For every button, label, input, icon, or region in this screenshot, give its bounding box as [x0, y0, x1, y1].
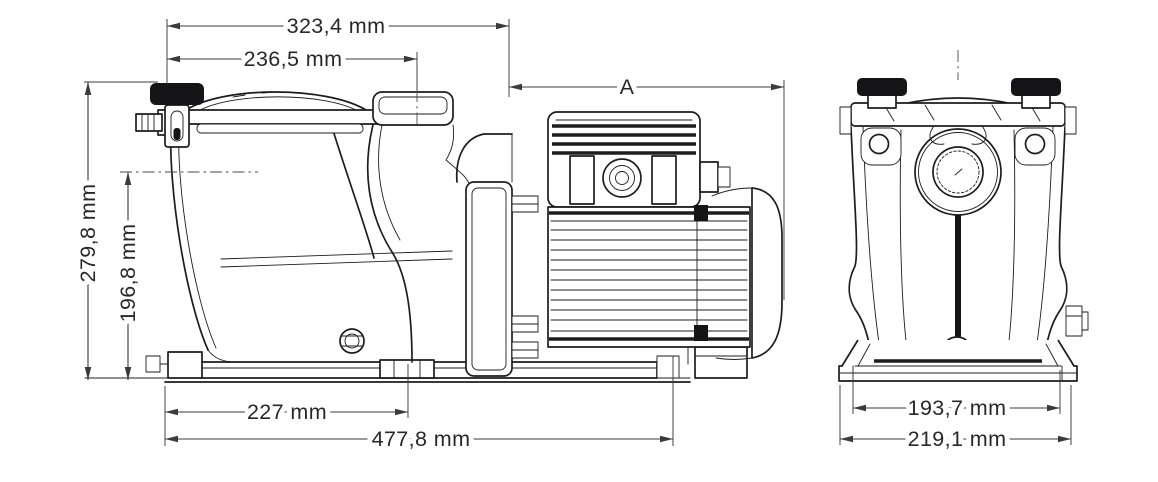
- dim-overall-length: 477,8 mm: [165, 356, 674, 456]
- motor-body: [547, 205, 751, 348]
- strainer-pot: [169, 123, 453, 363]
- dim-foot-span: 193,7 mm: [852, 370, 1061, 425]
- dim-suction-center-height: 196,8 mm: [111, 171, 258, 380]
- dim-lid-width: 236,5 mm: [167, 42, 418, 128]
- dim-label-suction-center-height: 196,8 mm: [116, 224, 140, 323]
- box-clamp-right: [651, 155, 677, 205]
- lug-bolt-hole-right: [1024, 133, 1046, 155]
- gland-boss: [602, 158, 642, 198]
- knob-cap: [150, 83, 204, 105]
- dim-label-base-width: 219,1 mm: [908, 427, 1007, 451]
- knob-cap-left: [857, 78, 907, 96]
- lid-clamp-knob-side: [135, 83, 204, 148]
- terminal-box: [547, 111, 731, 208]
- motor-end-cap: [711, 187, 783, 360]
- strainer-lid: [169, 91, 381, 134]
- pot-drain-plug: [339, 328, 365, 354]
- front-lid-lugs: [860, 127, 1056, 166]
- motor: [547, 111, 783, 360]
- dim-label-lid-width: 236,5 mm: [244, 47, 343, 71]
- discharge-port: [366, 91, 471, 363]
- mounting-base-side: [84, 346, 748, 383]
- suction-port: [914, 125, 1002, 216]
- dim-overall-width-top: 323,4 mm: [166, 9, 510, 97]
- front-seam: [955, 215, 961, 338]
- front-view: [838, 50, 1089, 382]
- box-clamp-left: [569, 155, 595, 205]
- dim-label-front-base-length: 227 mm: [247, 400, 327, 424]
- lug-bolt-hole-left: [868, 133, 890, 155]
- dim-label-overall-height: 279,8 mm: [76, 184, 100, 283]
- front-conduit-box: [1065, 305, 1083, 337]
- front-lid: [839, 97, 1077, 135]
- knob-cap-right: [1011, 78, 1061, 96]
- dim-base-width: 219,1 mm: [839, 385, 1072, 456]
- dim-label-foot-span: 193,7 mm: [908, 396, 1007, 420]
- dim-label-overall-length: 477,8 mm: [372, 427, 471, 451]
- dim-front-base-length: 227 mm: [164, 364, 409, 446]
- front-base: [838, 339, 1078, 382]
- side-view: [84, 83, 783, 383]
- dim-overall-height: 279,8 mm: [71, 81, 158, 380]
- front-lid-knobs: [857, 78, 1061, 109]
- cable-gland: [699, 161, 719, 193]
- dim-label-overall-width-top: 323,4 mm: [287, 14, 386, 38]
- inlet-barb-fitting: [135, 113, 163, 132]
- dim-label-motor-length: A: [620, 75, 635, 99]
- seal-plate: [455, 133, 539, 377]
